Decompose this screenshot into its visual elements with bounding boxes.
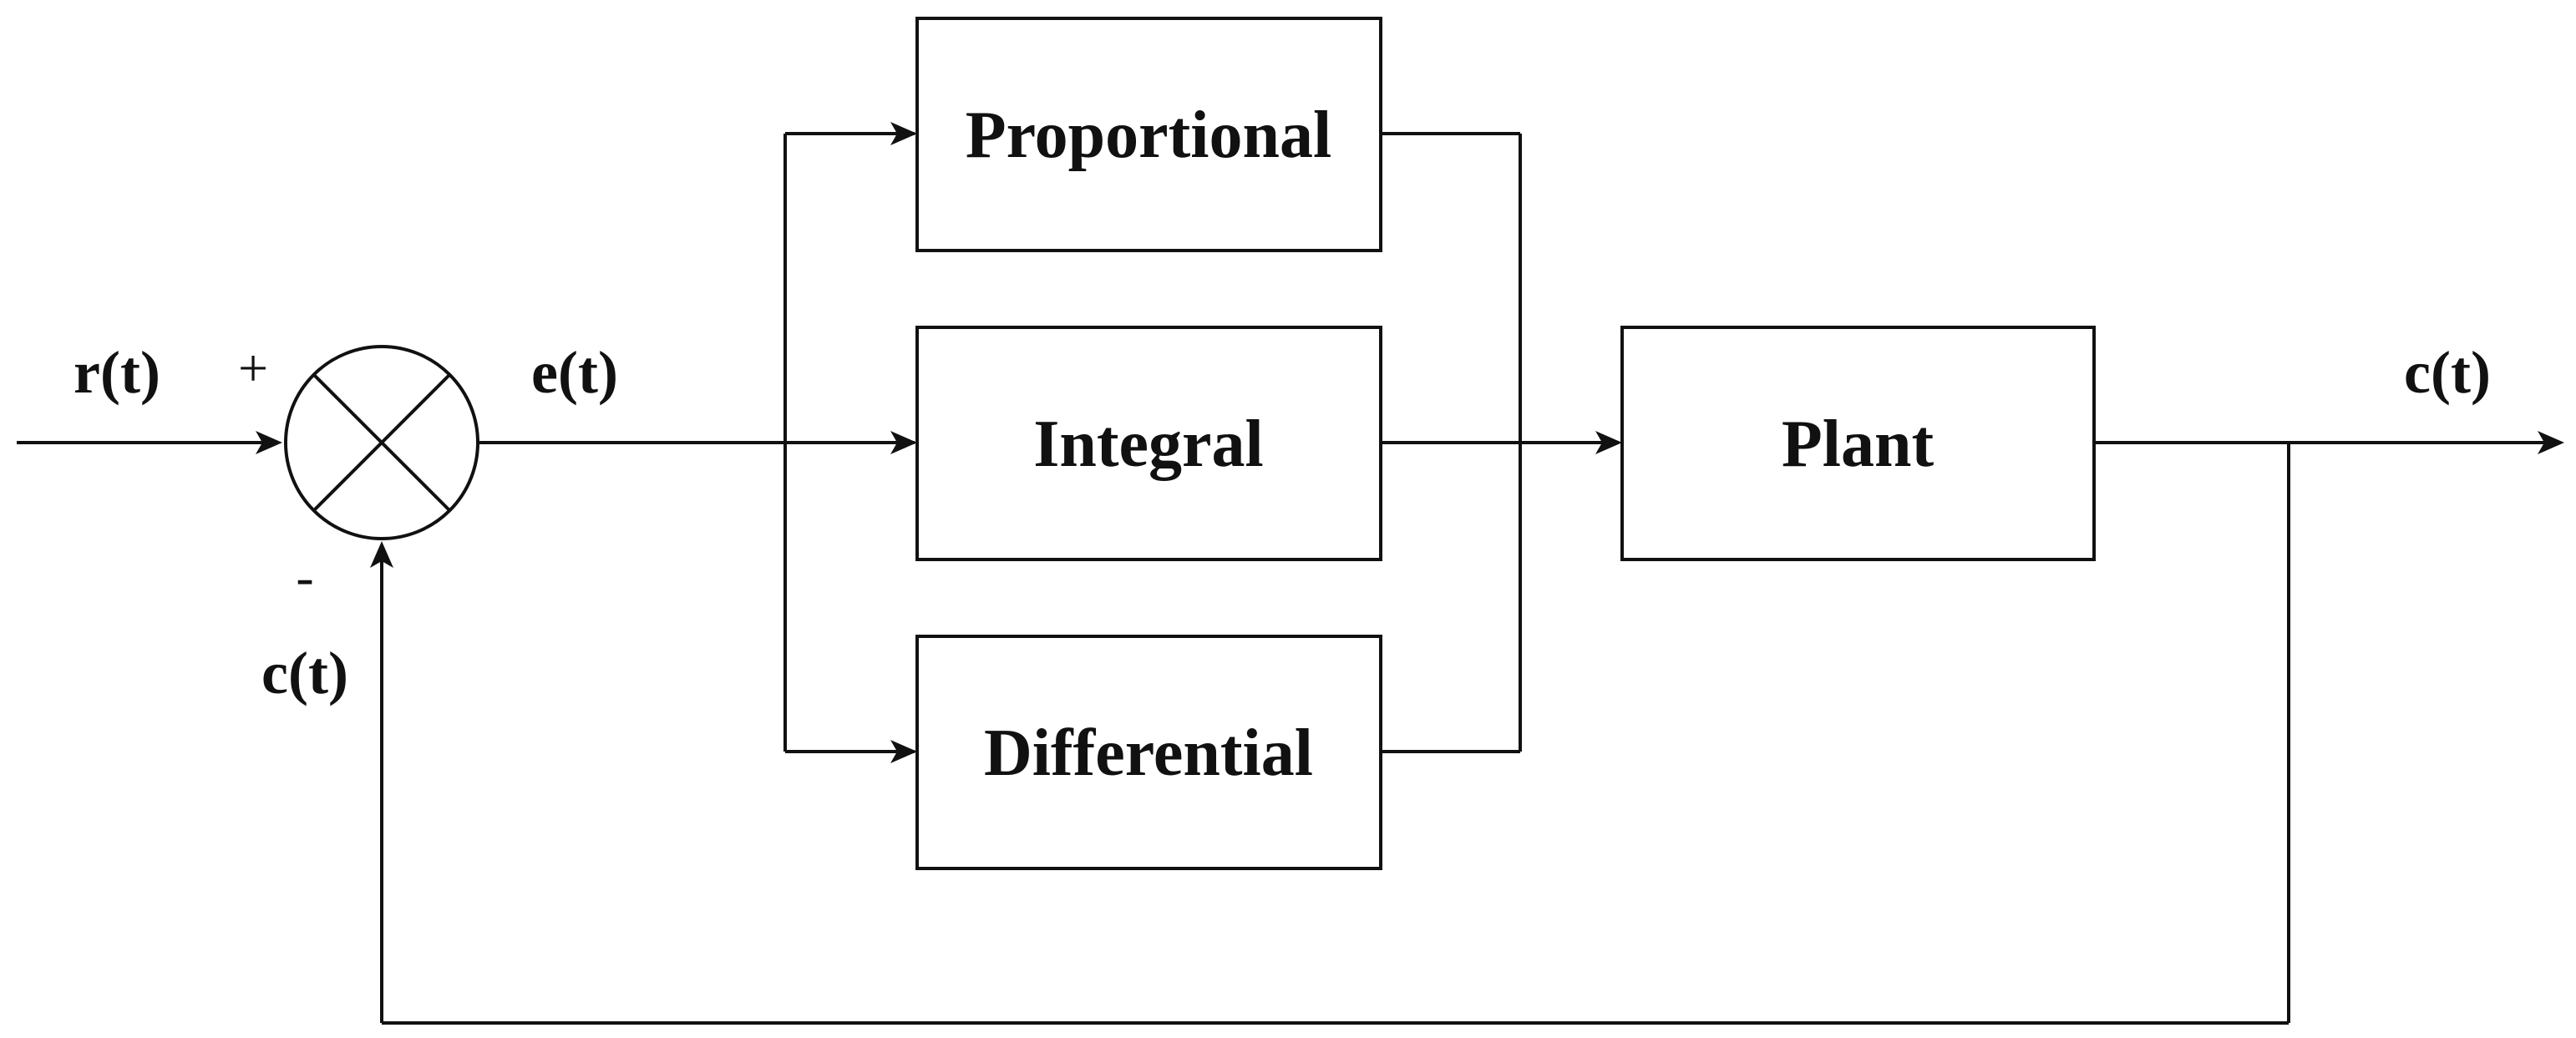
proportional-arrowhead — [890, 122, 917, 145]
integral-arrowhead — [890, 431, 917, 454]
summing-junction — [284, 345, 479, 540]
integral-label: Integral — [1033, 408, 1264, 481]
feedback-signal-label: c(t) — [261, 640, 348, 706]
plant-arrowhead — [1595, 431, 1622, 454]
differential-arrowhead — [890, 740, 917, 763]
error-signal-label: e(t) — [531, 339, 618, 406]
minus-sign: - — [296, 547, 313, 606]
plus-sign: + — [238, 338, 268, 397]
input-arrowhead — [256, 431, 282, 454]
input-signal-label: r(t) — [74, 339, 160, 406]
differential-block — [915, 635, 1382, 870]
feedback-arrowhead — [370, 541, 393, 568]
proportional-label: Proportional — [966, 99, 1332, 172]
differential-label: Differential — [984, 716, 1313, 790]
plant-label: Plant — [1782, 408, 1935, 481]
output-signal-label: c(t) — [2404, 339, 2491, 406]
output-arrowhead — [2538, 431, 2564, 454]
